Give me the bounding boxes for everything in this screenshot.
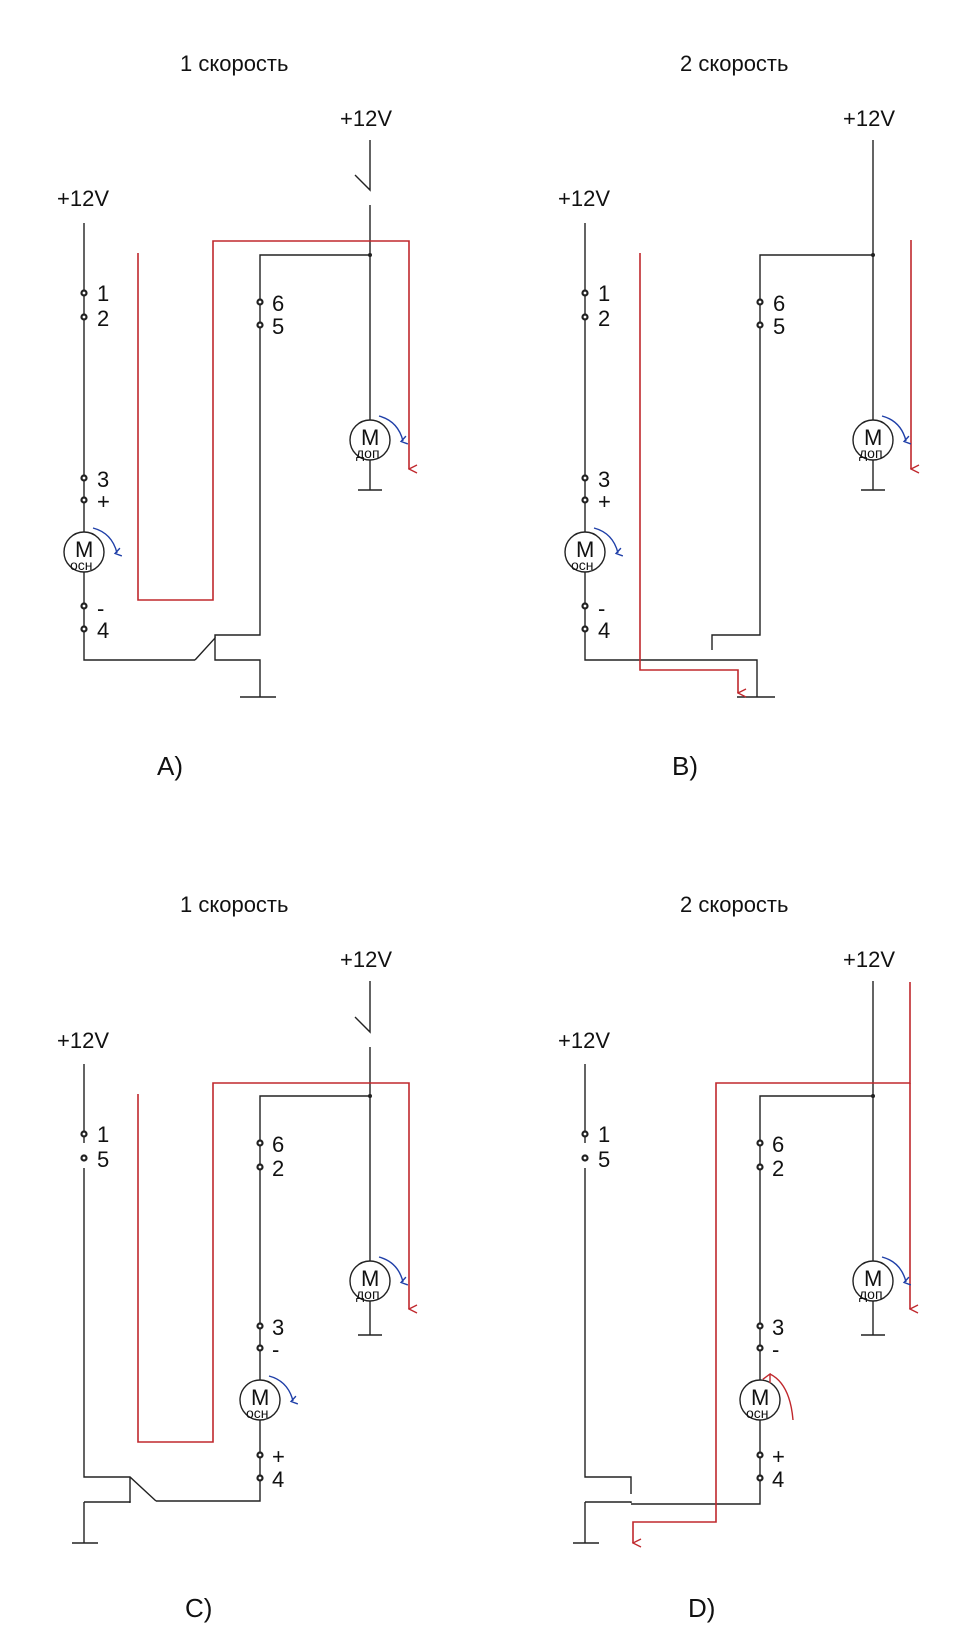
- panel-a-motor-main-sub: осн: [70, 557, 93, 573]
- panel-a-motor-aux: [349, 419, 391, 461]
- panel-b-term-6: 6: [773, 291, 785, 316]
- panel-b-motor-aux-sub: доп: [859, 445, 883, 461]
- panel-b-motor-aux: [852, 419, 894, 461]
- panel-d-term-plus: +: [772, 1444, 785, 1469]
- panel-b-motor-main: [564, 531, 606, 573]
- panel-a-term-2: 2: [97, 306, 109, 331]
- panel-d-motor-main-sub: осн: [746, 1405, 769, 1421]
- panel-b-motor-main-sub: осн: [571, 557, 594, 573]
- panel-a-term-minus: -: [97, 596, 104, 621]
- panel-c: 1 скорость +12V +12V 1 5 6 2 3 - + 4 M о…: [57, 892, 409, 1623]
- panel-c-term-5: 5: [97, 1147, 109, 1172]
- panel-b-term-2: 2: [598, 306, 610, 331]
- panel-b-title: 2 скорость: [680, 51, 788, 76]
- panel-a-rotation-arrow-main: [92, 527, 123, 557]
- panel-b-caption: B): [672, 751, 698, 781]
- panel-a-term-6: 6: [272, 291, 284, 316]
- panel-a-rotation-arrow-aux: [378, 415, 409, 445]
- panel-c-rotation-arrow-aux: [378, 1256, 409, 1286]
- panel-a-term-4: 4: [97, 618, 109, 643]
- panel-a-term-1: 1: [97, 281, 109, 306]
- panel-b-term-1: 1: [598, 281, 610, 306]
- panel-c-term-minus: -: [272, 1337, 279, 1362]
- panel-a-supply-right: +12V: [340, 106, 392, 131]
- panel-a-motor-main: [63, 531, 105, 573]
- panel-c-title: 1 скорость: [180, 892, 288, 917]
- panel-a: 1 скорость +12V +12V 1 2 3 + - 4 6 5: [57, 51, 409, 781]
- panel-c-motor-aux-letter: M: [361, 1266, 379, 1291]
- panel-a-term-3: 3: [97, 467, 109, 492]
- panel-b-term-3: 3: [598, 467, 610, 492]
- panel-b-rotation-arrow-main: [593, 527, 624, 557]
- panel-b-motor-main-letter: M: [576, 537, 594, 562]
- panel-c-term-3: 3: [272, 1315, 284, 1340]
- panel-d-supply-left: +12V: [558, 1028, 610, 1053]
- panel-c-caption: C): [185, 1593, 212, 1623]
- panel-d-term-2: 2: [772, 1156, 784, 1181]
- panel-d-motor-aux-letter: M: [864, 1266, 882, 1291]
- panel-c-term-4: 4: [272, 1467, 284, 1492]
- panel-d-title: 2 скорость: [680, 892, 788, 917]
- panel-a-motor-main-letter: M: [75, 537, 93, 562]
- panel-b-motor-aux-letter: M: [864, 425, 882, 450]
- panel-b: 2 скорость +12V +12V 1 2 3 + - 4 6 5 M о…: [558, 51, 911, 781]
- panel-d-motor-main-letter: M: [751, 1385, 769, 1410]
- panel-d: 2 скорость +12V +12V 1 5 6 2 3 - + 4 M о…: [558, 892, 910, 1623]
- panel-d-term-4: 4: [772, 1467, 784, 1492]
- panel-a-motor-aux-letter: M: [361, 425, 379, 450]
- panel-d-caption: D): [688, 1593, 715, 1623]
- panel-d-supply-right: +12V: [843, 947, 895, 972]
- panel-d-rotation-arrow-aux: [881, 1256, 912, 1286]
- panel-c-term-6: 6: [272, 1132, 284, 1157]
- panel-c-motor-aux-sub: доп: [356, 1286, 380, 1302]
- panel-b-supply-right: +12V: [843, 106, 895, 131]
- panel-c-term-1: 1: [97, 1122, 109, 1147]
- panel-c-term-plus: +: [272, 1444, 285, 1469]
- panel-a-caption: A): [157, 751, 183, 781]
- panel-b-supply-left: +12V: [558, 186, 610, 211]
- panel-b-term-5: 5: [773, 314, 785, 339]
- panel-d-term-minus: -: [772, 1337, 779, 1362]
- panel-c-motor-main: [239, 1379, 281, 1421]
- panel-b-term-plus: +: [598, 489, 611, 514]
- panel-a-term-5: 5: [272, 314, 284, 339]
- panel-c-supply-right: +12V: [340, 947, 392, 972]
- panel-c-motor-main-sub: осн: [246, 1405, 269, 1421]
- panel-d-term-1: 1: [598, 1122, 610, 1147]
- panel-d-rotation-arrow-main-reverse: [770, 1374, 794, 1421]
- panel-d-term-5: 5: [598, 1147, 610, 1172]
- panel-b-rotation-arrow-aux: [881, 415, 912, 445]
- panel-a-supply-left: +12V: [57, 186, 109, 211]
- panel-a-title: 1 скорость: [180, 51, 288, 76]
- panel-d-motor-aux: [852, 1260, 894, 1302]
- panel-a-term-plus: +: [97, 489, 110, 514]
- panel-d-motor-main: [739, 1379, 781, 1421]
- panel-d-motor-aux-sub: доп: [859, 1286, 883, 1302]
- panel-b-term-4: 4: [598, 618, 610, 643]
- panel-c-supply-left: +12V: [57, 1028, 109, 1053]
- panel-d-term-6: 6: [772, 1132, 784, 1157]
- panel-c-motor-main-letter: M: [251, 1385, 269, 1410]
- panel-d-term-3: 3: [772, 1315, 784, 1340]
- panel-b-term-minus: -: [598, 596, 605, 621]
- panel-c-rotation-arrow-main: [268, 1375, 299, 1405]
- panel-a-motor-aux-sub: доп: [356, 445, 380, 461]
- panel-c-motor-aux: [349, 1260, 391, 1302]
- panel-c-term-2: 2: [272, 1156, 284, 1181]
